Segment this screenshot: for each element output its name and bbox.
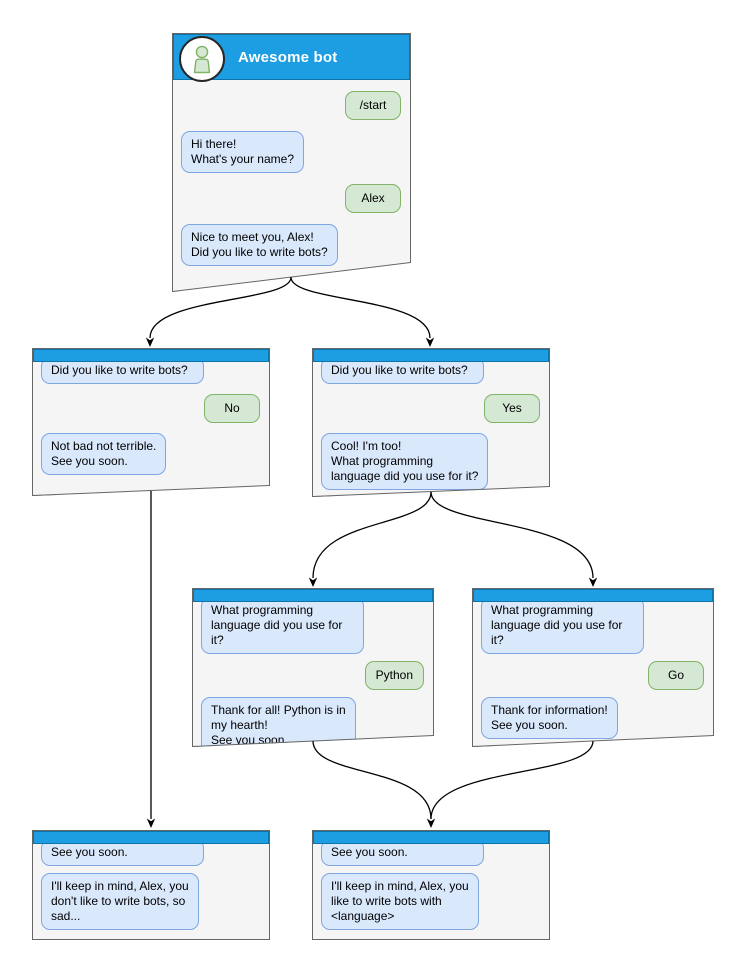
bot-message-bubble: I'll keep in mind, Alex, you like to wri… <box>321 873 479 930</box>
chat-window-lang-go: What programming language did you use fo… <box>472 588 714 747</box>
bot-message-bubble: Thank for all! Python is in my hearth! S… <box>201 697 356 754</box>
chat-window-end-no: See you soon. I'll keep in mind, Alex, y… <box>32 830 270 940</box>
bot-message-bubble: Thank for information! See you soon. <box>481 697 618 739</box>
user-message-bubble: Yes <box>484 394 540 423</box>
chat-window-header-strip <box>313 831 549 844</box>
message-list: Did you like to write bots? Yes Cool! I'… <box>313 357 549 490</box>
person-icon <box>188 44 216 74</box>
chat-window-end-yes: See you soon. I'll keep in mind, Alex, y… <box>312 830 550 940</box>
user-message-bubble: Go <box>648 661 704 690</box>
bot-message-bubble: What programming language did you use fo… <box>201 597 364 654</box>
message-list: What programming language did you use fo… <box>473 597 713 739</box>
arrow-yes-to-go <box>430 491 594 579</box>
message-list: See you soon. I'll keep in mind, Alex, y… <box>33 839 269 930</box>
chat-window-header-strip <box>473 589 713 602</box>
message-list: /start Hi there! What's your name? Alex … <box>173 80 410 266</box>
chat-window-lang-python: What programming language did you use fo… <box>192 588 434 747</box>
arrow-yes-to-python <box>312 491 432 579</box>
chat-window-header-strip <box>193 589 433 602</box>
chat-window-header-strip <box>313 349 549 362</box>
arrow-go-to-end <box>430 740 594 820</box>
bot-title: Awesome bot <box>238 48 338 66</box>
bot-message-bubble: What programming language did you use fo… <box>481 597 644 654</box>
arrow-start-to-yes <box>290 276 431 339</box>
chat-window-start: Awesome bot /start Hi there! What's your… <box>172 33 411 292</box>
bot-message-bubble: Not bad not terrible. See you soon. <box>41 433 166 475</box>
arrow-python-to-end <box>312 740 432 820</box>
chat-window-header-strip <box>33 831 269 844</box>
message-list: Did you like to write bots? No Not bad n… <box>33 357 269 475</box>
bot-avatar-icon <box>179 36 225 82</box>
user-message-bubble: Alex <box>345 184 401 213</box>
bot-message-bubble: Hi there! What's your name? <box>181 131 304 173</box>
bot-message-bubble: Cool! I'm too! What programming language… <box>321 433 488 490</box>
user-message-bubble: No <box>204 394 260 423</box>
arrow-start-to-no <box>149 276 292 339</box>
bot-message-bubble: Nice to meet you, Alex! Did you like to … <box>181 224 338 266</box>
chat-window-branch-yes: Did you like to write bots? Yes Cool! I'… <box>312 348 550 497</box>
chat-window-header: Awesome bot <box>173 34 410 80</box>
user-message-bubble: Python <box>365 661 424 690</box>
message-list: See you soon. I'll keep in mind, Alex, y… <box>313 839 549 930</box>
bot-message-bubble: I'll keep in mind, Alex, you don't like … <box>41 873 199 930</box>
chat-window-branch-no: Did you like to write bots? No Not bad n… <box>32 348 270 496</box>
chat-window-header-strip <box>33 349 269 362</box>
message-list: What programming language did you use fo… <box>193 597 433 754</box>
user-message-bubble: /start <box>345 91 401 120</box>
